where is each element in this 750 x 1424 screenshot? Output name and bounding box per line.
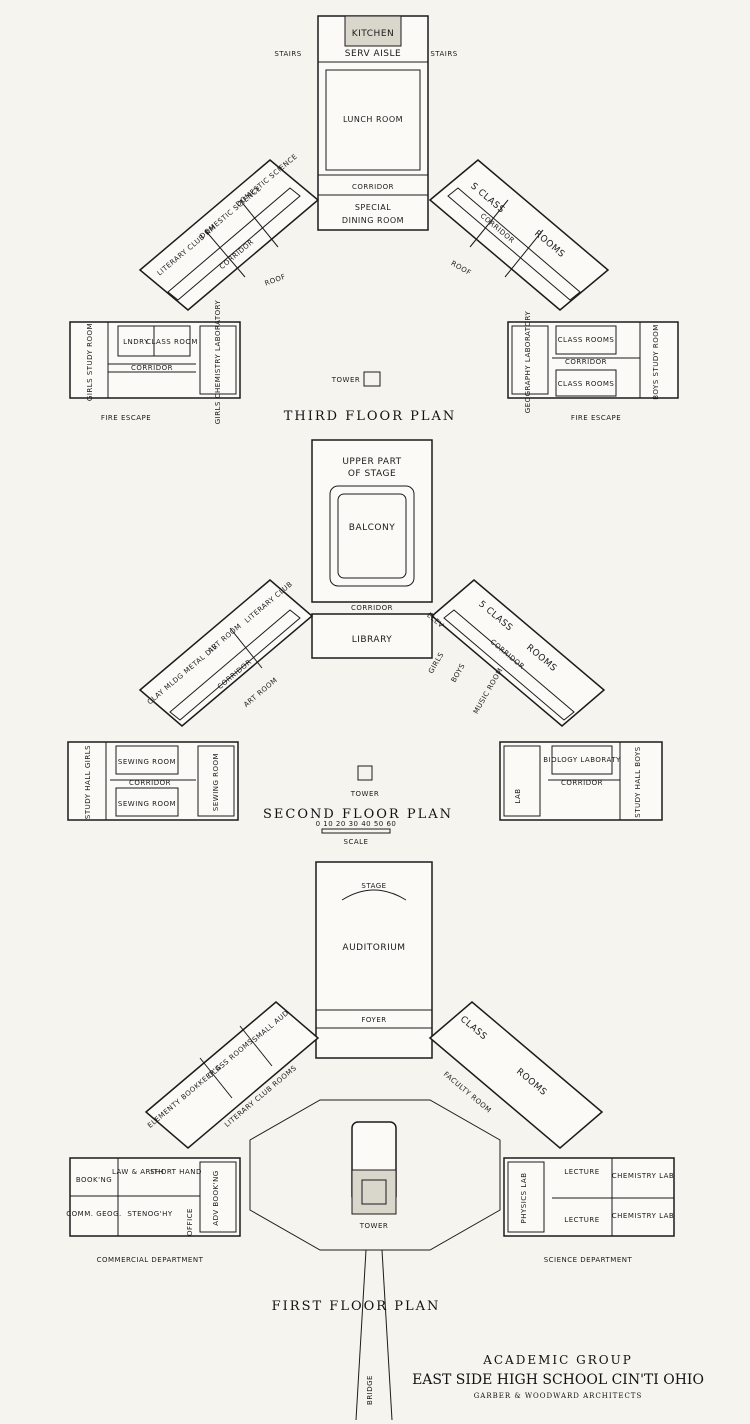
- label-stairs-right: STAIRS: [430, 50, 457, 58]
- room-stenography: STENOG'HY: [127, 1210, 173, 1218]
- drawing-caption: ACADEMIC GROUP EAST SIDE HIGH SCHOOL CIN…: [412, 1353, 704, 1400]
- room-girls-study: GIRLS STUDY ROOM: [86, 323, 94, 401]
- room-girls-chemistry: GIRLS CHEMISTRY LABORATORY: [214, 299, 222, 424]
- room-geography-lab: GEOGRAPHY LABORATORY: [524, 311, 532, 414]
- room-special-dining-1: SPECIAL: [355, 203, 391, 212]
- label-commercial-dept: COMMERCIAL DEPARTMENT: [97, 1256, 204, 1264]
- room-laundry: LNDRY: [123, 338, 149, 346]
- room-study-hall-boys: STUDY HALL BOYS: [634, 746, 642, 818]
- room-special-dining-2: DINING ROOM: [342, 216, 404, 225]
- label-fire-escape-left: FIRE ESCAPE: [101, 414, 151, 422]
- room-study-hall-girls: STUDY HALL GIRLS: [84, 745, 92, 819]
- label-roof-left: ROOF: [264, 273, 287, 288]
- corridor-center: CORRIDOR: [352, 183, 394, 191]
- room-short-hand: SHORT HAND: [150, 1168, 202, 1176]
- room-foyer: FOYER: [361, 1016, 386, 1024]
- room-lecture-1: LECTURE: [564, 1168, 599, 1176]
- label-tower-2: TOWER: [350, 790, 380, 798]
- corridor-center-2: CORRIDOR: [351, 604, 393, 612]
- corridor-wing-right-2: CORRIDOR: [561, 779, 603, 787]
- label-tower-3: TOWER: [331, 376, 361, 384]
- room-upper-stage-1: UPPER PART: [342, 457, 401, 467]
- room-sewing-1: SEWING ROOM: [118, 758, 176, 766]
- corridor-wing-left: CORRIDOR: [131, 364, 173, 372]
- label-fire-escape-right: FIRE ESCAPE: [571, 414, 621, 422]
- label-tower-1: TOWER: [359, 1222, 389, 1230]
- label-stairs-left: STAIRS: [274, 50, 301, 58]
- second-floor-plan: UPPER PART OF STAGE BALCONY CORRIDOR LIB…: [67, 439, 663, 846]
- room-lab: LAB: [514, 788, 522, 803]
- room-stage: STAGE: [361, 882, 386, 890]
- room-kitchen: KITCHEN: [352, 29, 395, 39]
- room-comm-geog: COMM. GEOG.: [66, 1210, 121, 1218]
- room-music-room: MUSIC ROOM: [472, 667, 505, 716]
- room-biology-lab: BIOLOGY LABORATY: [543, 756, 621, 764]
- third-floor-title: THIRD FLOOR PLAN: [284, 409, 457, 424]
- room-upper-stage-2: OF STAGE: [348, 469, 396, 479]
- room-office: OFFICE: [186, 1208, 194, 1236]
- room-boys-study: BOYS STUDY ROOM: [652, 324, 660, 400]
- first-floor-plan: STAGE AUDITORIUM FOYER SMALL AUD CLASS R…: [66, 861, 675, 1421]
- caption-line-3: GARBER & WOODWARD ARCHITECTS: [474, 1392, 643, 1400]
- label-science-dept: SCIENCE DEPARTMENT: [544, 1256, 633, 1264]
- room-lecture-2: LECTURE: [564, 1216, 599, 1224]
- scale-label: SCALE: [344, 838, 369, 846]
- room-sewing-3: SEWING ROOM: [212, 753, 220, 811]
- third-floor-plan: KITCHEN SERV AISLE STAIRS STAIRS LUNCH R…: [69, 15, 679, 424]
- room-class-rooms-2: CLASS ROOMS: [558, 380, 615, 388]
- first-floor-title: FIRST FLOOR PLAN: [272, 1299, 441, 1314]
- room-chemistry-lab-1: CHEMISTRY LAB: [612, 1172, 674, 1180]
- room-class-room-left: CLASS ROOM: [146, 338, 198, 346]
- second-floor-title: SECOND FLOOR PLAN: [263, 807, 453, 822]
- room-class-rooms-1: CLASS ROOMS: [558, 336, 615, 344]
- label-roof-right: ROOF: [450, 259, 473, 277]
- room-serv-aisle: SERV AISLE: [345, 49, 401, 59]
- room-auditorium: AUDITORIUM: [342, 943, 405, 953]
- room-booking: BOOK'NG: [76, 1176, 112, 1184]
- room-chemistry-lab-2: CHEMISTRY LAB: [612, 1212, 674, 1220]
- caption-line-2: EAST SIDE HIGH SCHOOL CIN'TI OHIO: [412, 1372, 704, 1388]
- room-lunch-room: LUNCH ROOM: [343, 115, 403, 124]
- room-adv-booking: ADV BOOK'NG: [212, 1170, 220, 1225]
- room-physics-lab: PHYSICS LAB: [520, 1173, 528, 1224]
- caption-line-1: ACADEMIC GROUP: [482, 1353, 633, 1367]
- room-sewing-2: SEWING ROOM: [118, 800, 176, 808]
- room-law-arith: LAW & ARITH: [112, 1168, 164, 1176]
- room-art-room-2: ART ROOM: [242, 676, 279, 709]
- scale-ticks: 0 10 20 30 40 50 60: [316, 820, 397, 828]
- corridor-wing-left-2: CORRIDOR: [129, 779, 171, 787]
- room-library: LIBRARY: [352, 635, 393, 645]
- room-boys: BOYS: [450, 662, 467, 684]
- room-balcony: BALCONY: [349, 523, 395, 533]
- corridor-wing-right: CORRIDOR: [565, 358, 607, 366]
- label-bridge: BRIDGE: [366, 1375, 374, 1405]
